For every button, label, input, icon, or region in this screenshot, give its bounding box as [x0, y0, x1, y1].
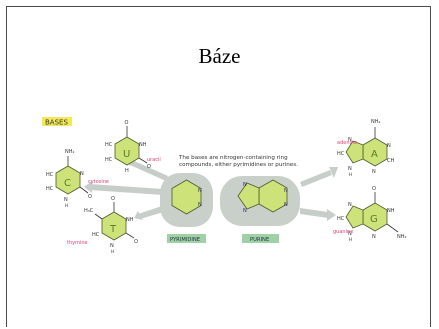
uracil-molecule: U O NH HC HC H O uracil — [105, 120, 161, 174]
svg-text:H: H — [125, 168, 129, 174]
svg-text:H: H — [111, 249, 114, 254]
guanine-name: guanine — [333, 229, 353, 235]
arrow-to-uracil — [130, 160, 168, 181]
svg-text:O: O — [88, 194, 92, 200]
pyrimidine-ring — [171, 179, 202, 215]
svg-text:O: O — [134, 239, 138, 245]
arrow-to-adenine — [300, 170, 332, 187]
arrow-to-cytosine — [90, 184, 163, 195]
guanine-molecule: O G NH NH₂ N N HC N H guanine — [333, 186, 407, 242]
bases-heading-badge — [42, 117, 72, 126]
svg-text:N: N — [348, 231, 352, 237]
svg-text:N: N — [348, 166, 352, 172]
svg-text:O: O — [125, 120, 129, 126]
adenine-five-ring — [345, 140, 364, 164]
purine-label: PURINE — [250, 237, 269, 243]
svg-text:N: N — [243, 182, 247, 188]
cytosine-molecule: NH₂ C N HC HC N H O cytosine — [46, 149, 109, 208]
svg-text:NH₂: NH₂ — [397, 234, 407, 240]
svg-text:N: N — [372, 234, 376, 240]
cytosine-name: cytosine — [88, 179, 109, 185]
arrow-to-thymine — [138, 205, 167, 219]
adenine-name: adenine — [337, 140, 357, 146]
svg-text:NH₂: NH₂ — [371, 119, 381, 125]
svg-text:N: N — [198, 202, 202, 208]
svg-text:N: N — [284, 202, 288, 208]
svg-text:H: H — [349, 172, 352, 177]
svg-text:HC: HC — [92, 232, 100, 238]
description-line-2: compounds, either pyrimidines or purines… — [179, 162, 298, 168]
svg-text:H₃C: H₃C — [84, 208, 94, 214]
thymine-letter: T — [109, 224, 117, 235]
svg-text:CH: CH — [387, 158, 394, 164]
arrow-to-guanine — [300, 208, 328, 218]
uracil-ring — [114, 136, 140, 166]
svg-text:N: N — [198, 188, 202, 194]
svg-text:N: N — [387, 143, 391, 149]
thymine-name: thymine — [67, 240, 88, 246]
svg-text:HC: HC — [105, 142, 113, 148]
svg-text:H: H — [349, 237, 352, 242]
slide-title: Báze — [198, 44, 241, 68]
svg-text:N: N — [64, 197, 68, 203]
svg-text:NH: NH — [126, 217, 134, 223]
description-line-1: The bases are nitrogen-containing ring — [178, 155, 288, 161]
svg-text:NH: NH — [387, 208, 395, 214]
svg-text:HC: HC — [46, 172, 54, 178]
pyrimidine-label-badge — [167, 234, 206, 243]
uracil-letter: U — [123, 149, 130, 160]
svg-text:N: N — [243, 208, 247, 214]
svg-text:HC: HC — [105, 157, 113, 163]
svg-text:O: O — [111, 196, 115, 202]
purine-label-badge — [242, 234, 279, 243]
thymine-molecule: O T NH H₃C HC N H O thymine — [67, 196, 138, 254]
adenine-molecule: NH₂ A N CH N N HC N H adenine — [337, 119, 394, 177]
slide: Báze — [6, 6, 431, 327]
guanine-five-ring — [345, 205, 364, 229]
cytosine-ring — [55, 165, 81, 195]
svg-text:N: N — [284, 188, 288, 194]
adenine-letter: A — [371, 149, 378, 160]
svg-text:N: N — [348, 137, 352, 143]
svg-text:N: N — [80, 171, 84, 177]
purine-five-ring — [237, 182, 260, 210]
svg-text:HC: HC — [46, 186, 54, 192]
cytosine-letter: C — [64, 178, 71, 189]
svg-text:H: H — [65, 203, 68, 208]
bases-heading: BASES — [45, 119, 68, 127]
guanine-letter: G — [370, 214, 378, 225]
svg-text:NH₂: NH₂ — [65, 149, 75, 155]
svg-text:N: N — [110, 243, 114, 249]
svg-text:HC: HC — [337, 216, 345, 222]
svg-text:N: N — [372, 169, 376, 175]
uracil-name: uracil — [147, 157, 161, 163]
svg-text:NH: NH — [139, 142, 147, 148]
svg-text:HC: HC — [337, 151, 345, 157]
pyrimidine-label: PYRIMIDINE — [170, 237, 200, 243]
svg-text:N: N — [348, 202, 352, 208]
svg-text:O: O — [147, 164, 151, 170]
svg-text:O: O — [372, 186, 376, 192]
